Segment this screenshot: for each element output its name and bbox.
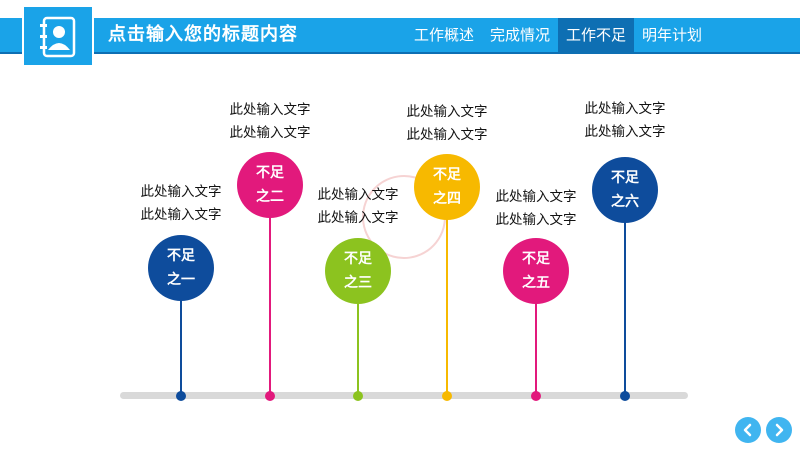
caption-text: 此处输入文字	[584, 101, 666, 117]
next-slide-button[interactable]	[766, 417, 792, 443]
timeline-dot	[531, 391, 541, 401]
header-divider	[0, 52, 800, 54]
milestone-bubble-1: 不足 之一	[148, 235, 214, 301]
top-nav: 工作概述 完成情况 工作不足 明年计划	[406, 18, 710, 52]
timeline-dot	[442, 391, 452, 401]
caption-text: 此处输入文字	[495, 189, 577, 205]
milestone-bubble-6: 不足 之六	[592, 157, 658, 223]
timeline-stem	[180, 288, 182, 396]
milestone-label: 不足	[522, 251, 550, 267]
milestone-label: 不足	[611, 170, 639, 186]
chevron-right-icon	[775, 423, 784, 437]
milestone-label: 之一	[167, 272, 195, 288]
timeline-stem	[624, 205, 626, 396]
logo	[22, 5, 94, 67]
milestone-bubble-2: 不足 之二	[237, 152, 303, 218]
nav-item-shortcomings[interactable]: 工作不足	[558, 18, 635, 52]
timeline-track	[120, 392, 688, 399]
page-title: 点击输入您的标题内容	[108, 24, 298, 45]
caption-text: 此处输入文字	[406, 127, 488, 143]
caption-text: 此处输入文字	[406, 104, 488, 120]
milestone-caption-3: 此处输入文字 此处输入文字	[298, 184, 418, 230]
milestone-caption-2: 此处输入文字 此处输入文字	[210, 99, 330, 145]
milestone-label: 之三	[344, 275, 372, 291]
contact-book-icon	[40, 16, 76, 58]
milestone-caption-6: 此处输入文字 此处输入文字	[565, 98, 685, 144]
nav-item-overview[interactable]: 工作概述	[414, 26, 475, 44]
timeline-stem	[357, 290, 359, 396]
milestone-label: 不足	[167, 248, 195, 264]
timeline-stem	[535, 290, 537, 396]
caption-text: 此处输入文字	[229, 125, 311, 141]
chevron-left-icon	[743, 423, 752, 437]
caption-text: 此处输入文字	[584, 124, 666, 140]
caption-text: 此处输入文字	[495, 212, 577, 228]
milestone-caption-1: 此处输入文字 此处输入文字	[121, 181, 241, 227]
caption-text: 此处输入文字	[140, 184, 222, 200]
milestone-bubble-3: 不足 之三	[325, 238, 391, 304]
milestone-bubble-5: 不足 之五	[503, 238, 569, 304]
nav-item-next-year-plan[interactable]: 明年计划	[642, 26, 703, 44]
prev-slide-button[interactable]	[735, 417, 761, 443]
milestone-label: 不足	[344, 251, 372, 267]
milestone-label: 之四	[433, 191, 461, 207]
timeline-dot	[176, 391, 186, 401]
caption-text: 此处输入文字	[140, 207, 222, 223]
timeline-dot	[265, 391, 275, 401]
milestone-label: 不足	[433, 167, 461, 183]
header-bar	[0, 18, 800, 52]
timeline-stem	[269, 205, 271, 396]
milestone-label: 之二	[256, 189, 284, 205]
caption-text: 此处输入文字	[317, 210, 399, 226]
milestone-label: 不足	[256, 165, 284, 181]
milestone-label: 之五	[522, 275, 550, 291]
caption-text: 此处输入文字	[317, 187, 399, 203]
timeline-stem	[446, 205, 448, 396]
milestone-label: 之六	[611, 194, 639, 210]
caption-text: 此处输入文字	[229, 102, 311, 118]
timeline-dot	[353, 391, 363, 401]
milestone-bubble-4: 不足 之四	[414, 154, 480, 220]
milestone-caption-4: 此处输入文字 此处输入文字	[387, 101, 507, 147]
timeline-dot	[620, 391, 630, 401]
nav-item-completion[interactable]: 完成情况	[490, 26, 551, 44]
milestone-caption-5: 此处输入文字 此处输入文字	[476, 186, 596, 232]
